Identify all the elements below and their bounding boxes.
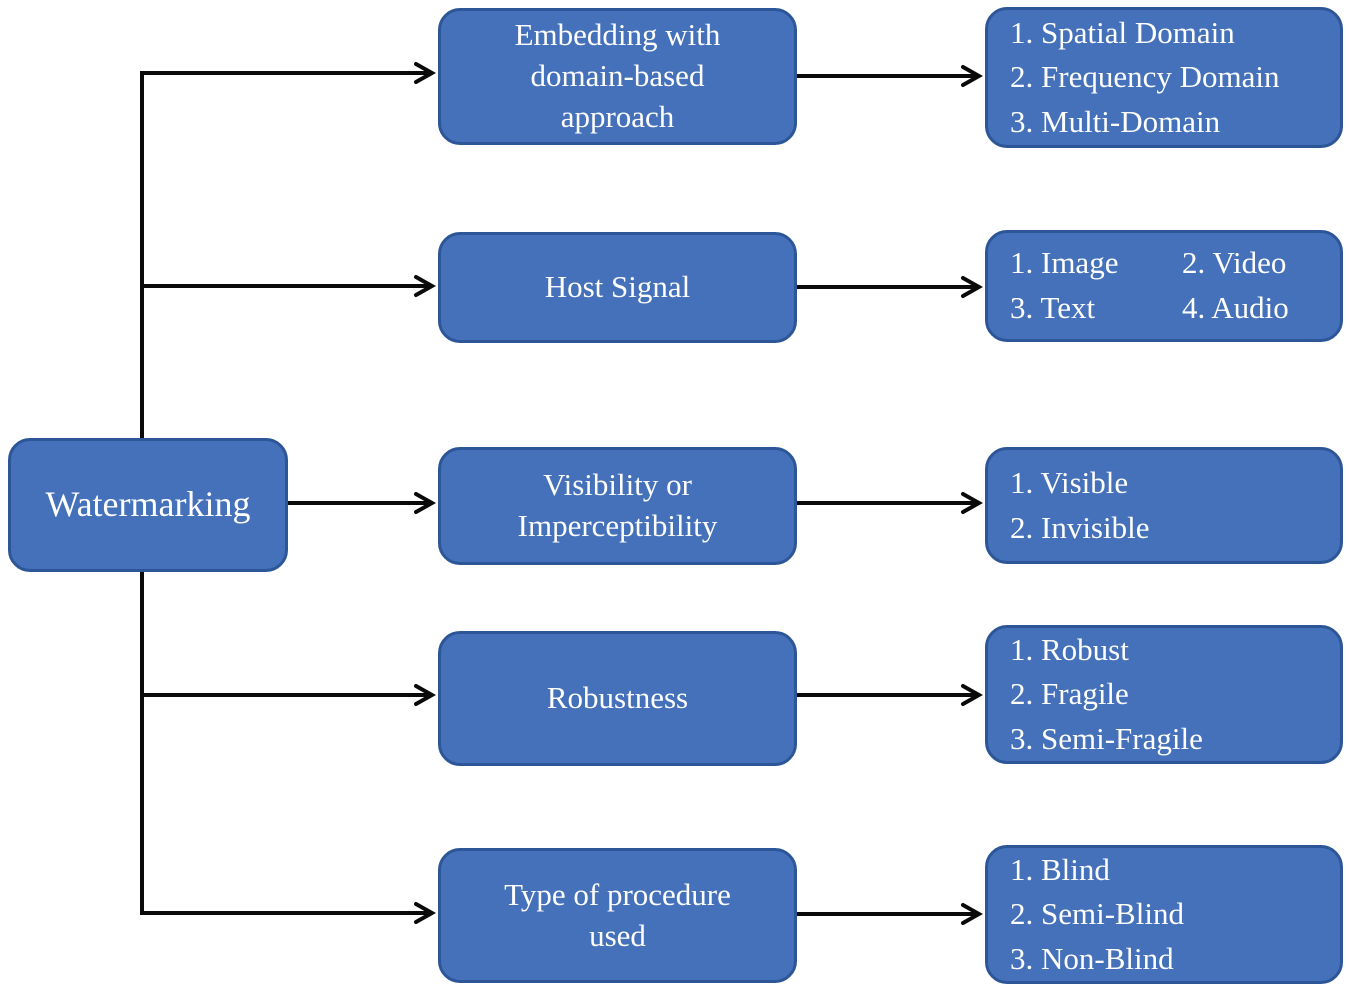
list-item: 2. Invisible: [1010, 509, 1150, 545]
list-item: 2. Frequency Domain: [1010, 59, 1280, 95]
options-box-host-signal: 1. Image 2. Video 3. Text 4. Audio: [985, 230, 1343, 342]
category-label: Type of procedure used: [504, 876, 731, 953]
category-box-procedure: Type of procedure used: [438, 848, 797, 983]
category-label: Visibility or Imperceptibility: [517, 467, 718, 543]
options-list: 1. Visible 2. Invisible: [988, 461, 1150, 550]
category-box-embedding: Embedding with domain-based approach: [438, 8, 797, 145]
category-label: Robustness: [546, 680, 689, 716]
category-label: Host Signal: [544, 269, 691, 305]
list-item: 3. Semi-Fragile: [1010, 720, 1203, 756]
options-box-procedure: 1. Blind 2. Semi-Blind 3. Non-Blind: [985, 845, 1343, 984]
category-label: Embedding with domain-based approach: [514, 17, 721, 134]
category-box-host-signal: Host Signal: [438, 232, 797, 343]
options-list: 1. Robust 2. Fragile 3. Semi-Fragile: [988, 628, 1203, 762]
options-list: 1. Spatial Domain 2. Frequency Domain 3.…: [988, 11, 1279, 145]
root-label: Watermarking: [45, 484, 251, 525]
category-box-visibility: Visibility or Imperceptibility: [438, 447, 797, 565]
options-box-robustness: 1. Robust 2. Fragile 3. Semi-Fragile: [985, 625, 1343, 764]
list-item: 3. Non-Blind: [1010, 940, 1174, 976]
list-item: 1. Blind: [1010, 851, 1110, 887]
category-box-robustness: Robustness: [438, 631, 797, 766]
list-item: 1. Spatial Domain: [1010, 14, 1235, 50]
list-item: 2. Video: [1182, 245, 1287, 281]
root-box-watermarking: Watermarking: [8, 438, 288, 572]
list-item: 4. Audio: [1182, 290, 1289, 325]
list-item: 1. Robust: [1010, 631, 1129, 667]
list-item: 1. Image: [1010, 245, 1119, 281]
list-item: 3. Multi-Domain: [1010, 103, 1221, 139]
options-list: 1. Blind 2. Semi-Blind 3. Non-Blind: [988, 848, 1184, 982]
options-list: 1. Image 2. Video 3. Text 4. Audio: [988, 241, 1289, 330]
list-item: 2. Fragile: [1010, 676, 1129, 712]
options-box-embedding: 1. Spatial Domain 2. Frequency Domain 3.…: [985, 7, 1343, 148]
list-item: 2. Semi-Blind: [1010, 896, 1184, 932]
list-item: 3. Text: [1010, 290, 1096, 325]
options-box-visibility: 1. Visible 2. Invisible: [985, 447, 1343, 564]
list-item: 1. Visible: [1010, 464, 1129, 500]
